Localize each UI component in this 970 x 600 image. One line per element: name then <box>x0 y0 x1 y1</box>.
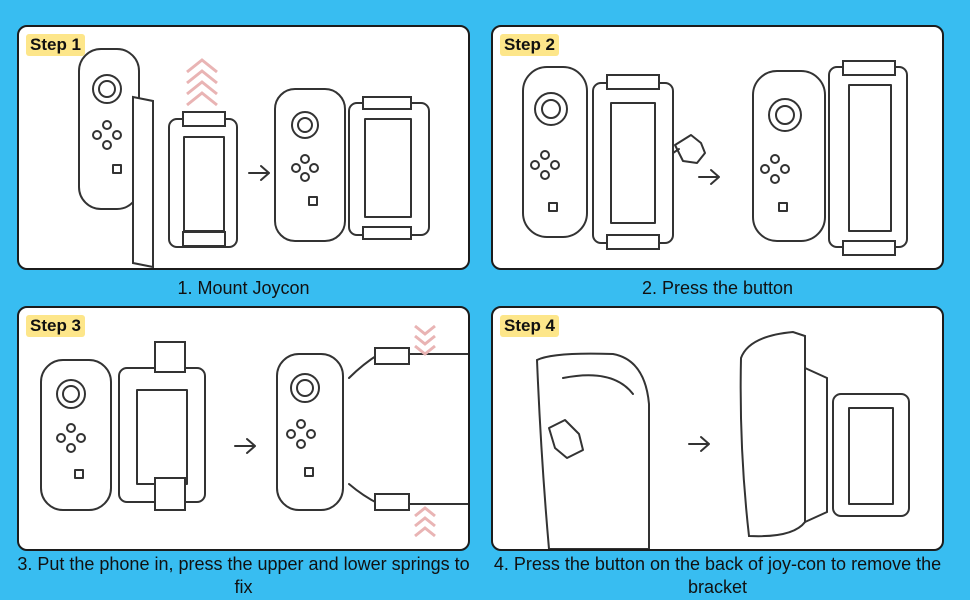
arrow-right-icon <box>234 438 256 454</box>
step-2-illustration <box>522 60 908 256</box>
step-1-panel: Step 1 <box>17 25 470 270</box>
step-label: Step 2 <box>500 34 560 56</box>
step-2-panel: Step 2 <box>491 25 944 270</box>
chevrons-up-icon <box>414 506 436 538</box>
step-label: Step 3 <box>26 315 86 337</box>
step-1-illustration <box>78 48 430 268</box>
step-1-caption: 1. Mount Joycon <box>177 278 310 298</box>
step-4-panel: Step 4 <box>491 306 944 551</box>
step-label: Step 1 <box>26 34 86 56</box>
chevrons-up-icon <box>186 58 218 107</box>
arrow-right-icon <box>698 169 720 185</box>
step-4-illustration <box>535 330 910 549</box>
bracket-icon <box>168 111 238 248</box>
hand-pointer-icon <box>672 134 706 164</box>
bracket-icon <box>592 74 674 250</box>
bracket-icon <box>118 341 206 511</box>
arrow-right-icon <box>688 436 710 452</box>
arrow-right-icon <box>248 165 270 181</box>
chevrons-down-icon <box>414 324 436 356</box>
step-2-caption: 2. Press the button <box>641 278 794 298</box>
step-label: Step 4 <box>500 315 560 337</box>
joycon-icon <box>40 359 112 511</box>
joycon-icon <box>78 48 140 210</box>
hand-pointer-icon <box>548 419 584 459</box>
step-3-caption: 3. Put the phone in, press the upper and… <box>17 554 470 597</box>
joycon-icon <box>522 66 588 238</box>
step-4-caption: 4. Press the button on the back of joy-c… <box>493 554 942 597</box>
step-3-panel: Step 3 <box>17 306 470 551</box>
step-3-illustration <box>40 324 468 538</box>
